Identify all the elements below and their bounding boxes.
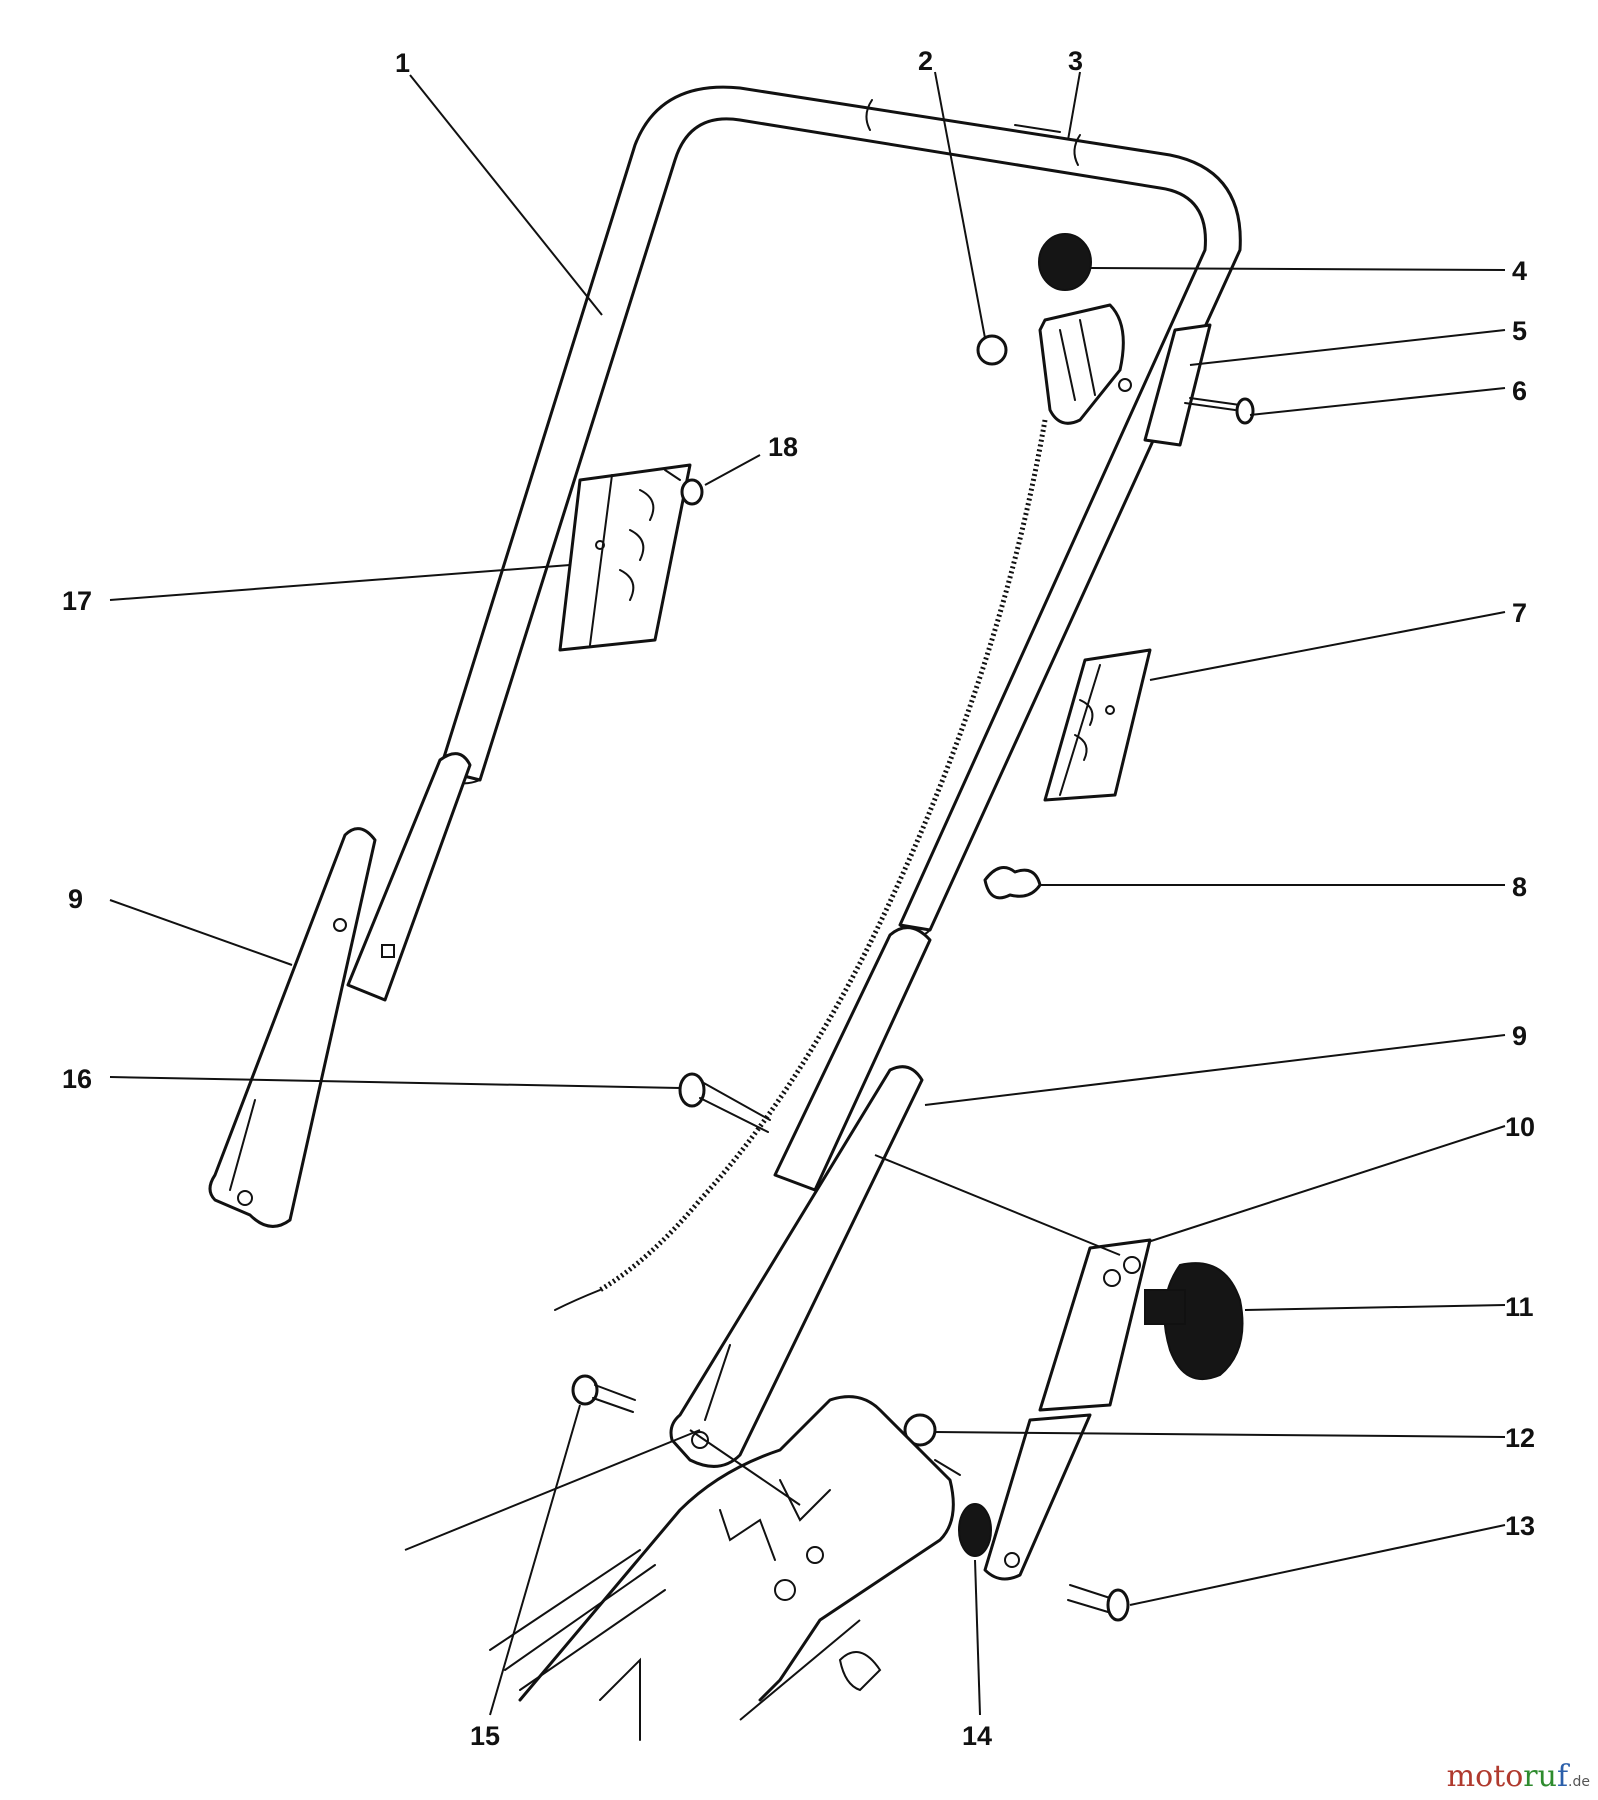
- callout-9-right: 9: [1512, 1021, 1527, 1051]
- watermark-tld: .de: [1568, 1774, 1590, 1790]
- watermark-brand-b: ru: [1523, 1759, 1557, 1794]
- callout-16: 16: [62, 1064, 92, 1094]
- callout-2: 2: [918, 46, 933, 76]
- left-handle-bracket: [208, 827, 377, 1228]
- washer-part-14: [958, 1503, 992, 1557]
- bolt-part-16: [678, 1072, 771, 1133]
- left-lower-tube: [346, 752, 472, 1002]
- callout-14: 14: [962, 1721, 992, 1751]
- nut-part-2: [976, 334, 1008, 366]
- callout-5: 5: [1512, 316, 1527, 346]
- leader-lines: [109, 71, 1506, 1721]
- upper-handle: [438, 85, 1242, 938]
- callout-10: 10: [1505, 1112, 1535, 1142]
- callout-12: 12: [1505, 1423, 1535, 1453]
- callout-4: 4: [1512, 256, 1527, 286]
- control-knob: [1038, 233, 1092, 291]
- right-handle-bracket: [669, 1065, 924, 1468]
- callout-labels: 1 2 3 4 5 6 7 8 9 9 10 11 12 13 14 15 16…: [62, 46, 1535, 1751]
- screw-part-18: [664, 469, 704, 506]
- callout-1: 1: [395, 48, 410, 78]
- cable-end: [554, 1289, 601, 1311]
- control-lever-assembly: [1038, 233, 1132, 425]
- callout-17: 17: [62, 586, 92, 616]
- callout-11: 11: [1505, 1292, 1534, 1322]
- callout-3: 3: [1068, 46, 1083, 76]
- right-lower-tube: [773, 926, 932, 1192]
- callout-9-left: 9: [68, 884, 83, 914]
- screw-part-6: [1184, 397, 1255, 425]
- clip-part-17: [558, 463, 692, 652]
- watermark-brand-c: f: [1556, 1759, 1569, 1794]
- clip-part-7: [1043, 648, 1152, 802]
- callout-13: 13: [1505, 1511, 1535, 1541]
- callout-7: 7: [1512, 598, 1527, 628]
- callout-15: 15: [470, 1721, 500, 1751]
- watermark-brand-a: moto: [1446, 1759, 1524, 1794]
- watermark-logo: motoruf.de: [1447, 1759, 1590, 1794]
- bolt-part-13: [1067, 1584, 1130, 1622]
- plate-part-10: [1038, 1238, 1152, 1412]
- clip-part-5: [1143, 323, 1212, 447]
- adjust-bracket: [983, 1413, 1092, 1581]
- callout-6: 6: [1512, 376, 1527, 406]
- wing-nut-part-8: [983, 866, 1042, 900]
- bolt-part-15: [571, 1374, 636, 1413]
- callout-8: 8: [1512, 872, 1527, 902]
- deck-bracket: [489, 1395, 961, 1741]
- knob-part-11: [1144, 1262, 1244, 1380]
- nut-part-12: [903, 1413, 937, 1447]
- callout-18: 18: [768, 432, 798, 462]
